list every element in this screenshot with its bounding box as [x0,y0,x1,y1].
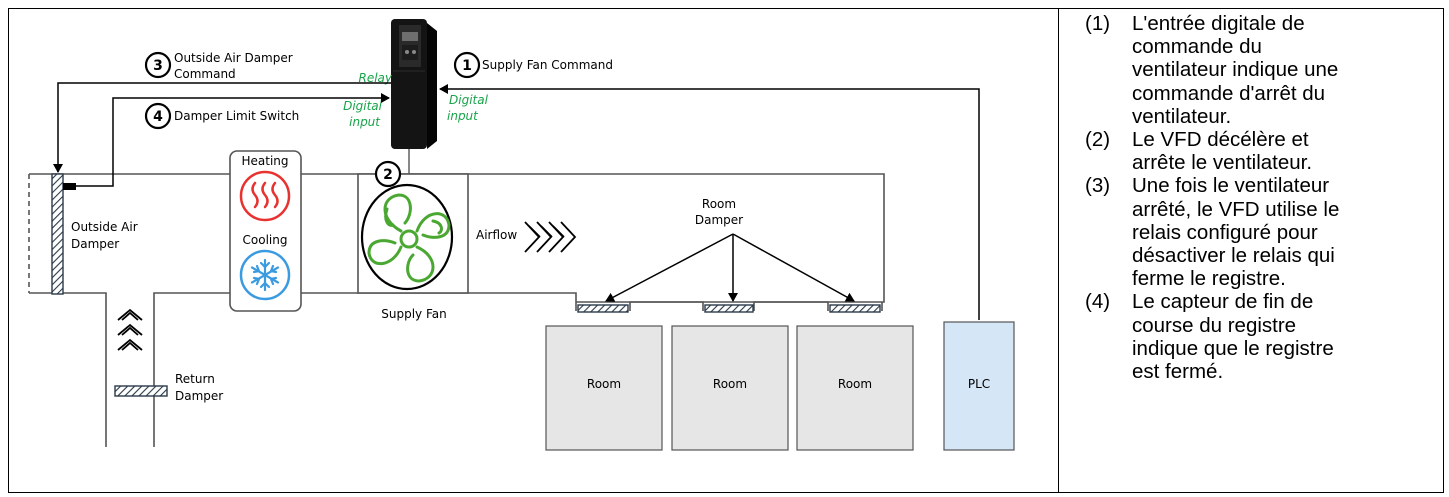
note-item-1: (1) L'entrée digitale de commande du ven… [1080,12,1410,128]
cooling-icon [239,249,291,301]
note-number: (3) [1085,174,1111,198]
callout-4-number: 4 [153,109,163,125]
room-damper-1 [577,304,629,313]
callout-1-number: 1 [462,58,472,74]
note-line: relais configuré pour [1132,220,1318,244]
supply-fan: Supply Fan [357,173,469,321]
callout-2-number: 2 [383,167,393,183]
digital-input-left-label-2: input [349,115,381,129]
note-line: L'entrée digitale de [1132,12,1305,35]
plc-box [943,321,1015,451]
damper-limit-switch-wire [76,93,390,187]
airflow-label: Airflow [476,228,517,242]
digital-input-right-label-2: input [447,109,479,123]
column-divider [1058,8,1059,493]
outside-air-damper-command-wire [53,82,391,173]
cooling-label: Cooling [243,233,288,247]
snowflake-icon [250,258,280,292]
callout-1: 1 [453,51,481,79]
note-line: désactiver le relais qui [1132,244,1335,268]
outer-frame [8,8,1444,493]
heating-icon [239,170,291,222]
room-box-3 [796,325,914,451]
heat-waves-icon [251,181,279,209]
callout-4-label: Damper Limit Switch [174,109,299,123]
note-number: (1) [1085,12,1111,35]
relay-label: Relay [358,71,392,85]
hvac-diagram: Outside Air Damper Return Damper Heating… [28,19,1015,451]
airflow-chevrons [524,221,577,253]
return-damper-label-1: Return [175,372,215,386]
outside-air-damper-label-2: Damper [71,237,119,251]
room-box-1 [545,325,663,451]
signal-wires [53,82,980,320]
note-line: ventilateur indique une [1132,58,1339,82]
plc-label: PLC [968,377,990,391]
callout-2: 2 [374,160,402,188]
note-number: (2) [1085,128,1111,152]
note-line: arrête le ventilateur. [1132,151,1313,175]
outside-air-damper-label-1: Outside Air [71,220,138,234]
damper-limit-switch [63,183,76,190]
note-line: arrêté, le VFD utilise le [1132,197,1340,221]
note-line: Le capteur de fin de [1132,290,1314,314]
callout-3-label-1: Outside Air Damper [174,51,293,65]
room-label-2: Room [713,377,747,391]
room-damper-2 [704,304,754,313]
room-damper-arrows [605,233,855,302]
note-line: indique que le registre [1132,336,1334,360]
note-number: (4) [1085,290,1111,314]
note-item-4: (4) Le capteur de fin de course du regis… [1080,290,1410,383]
supply-fan-label: Supply Fan [381,307,446,321]
room-damper-label-2: Damper [695,213,743,227]
room-label-3: Room [838,377,872,391]
notes-list: (1) L'entrée digitale de commande du ven… [1080,12,1410,383]
heating-cooling-coil: Heating Cooling [229,150,302,312]
callout-4: 4 [144,102,172,130]
return-airflow-chevrons [117,308,143,351]
note-line: Le VFD décélère et [1132,128,1309,152]
note-item-2: (2) Le VFD décélère et arrête le ventila… [1080,128,1410,174]
callout-3-label-2: Command [174,67,236,81]
room-damper-label-1: Room [702,197,736,211]
vfd-drive [391,19,437,174]
note-line: ferme le registre. [1132,267,1286,291]
return-damper [114,385,168,397]
note-line: commande d'arrêt du [1132,81,1326,105]
room-label-1: Room [587,377,621,391]
fan-blades-icon [367,193,451,283]
supply-fan-command-wire [439,84,980,320]
note-item-3: (3) Une fois le ventilateur arrêté, le V… [1080,174,1410,290]
callout-1-label: Supply Fan Command [482,58,613,72]
digital-input-right-label-1: Digital [449,93,489,107]
heating-label: Heating [241,154,288,168]
callout-3-number: 3 [153,58,163,74]
note-line: ventilateur. [1132,104,1232,128]
note-line: est fermé. [1132,360,1224,384]
room-box-2 [671,325,789,451]
callout-3: 3 [144,51,172,79]
note-line: course du registre [1132,313,1297,337]
note-line: Une fois le ventilateur [1132,174,1330,198]
note-line: commande du [1132,35,1262,59]
return-damper-label-2: Damper [175,389,223,403]
outside-air-damper [51,173,64,295]
digital-input-left-label-1: Digital [343,99,383,113]
room-damper-3 [829,304,881,313]
